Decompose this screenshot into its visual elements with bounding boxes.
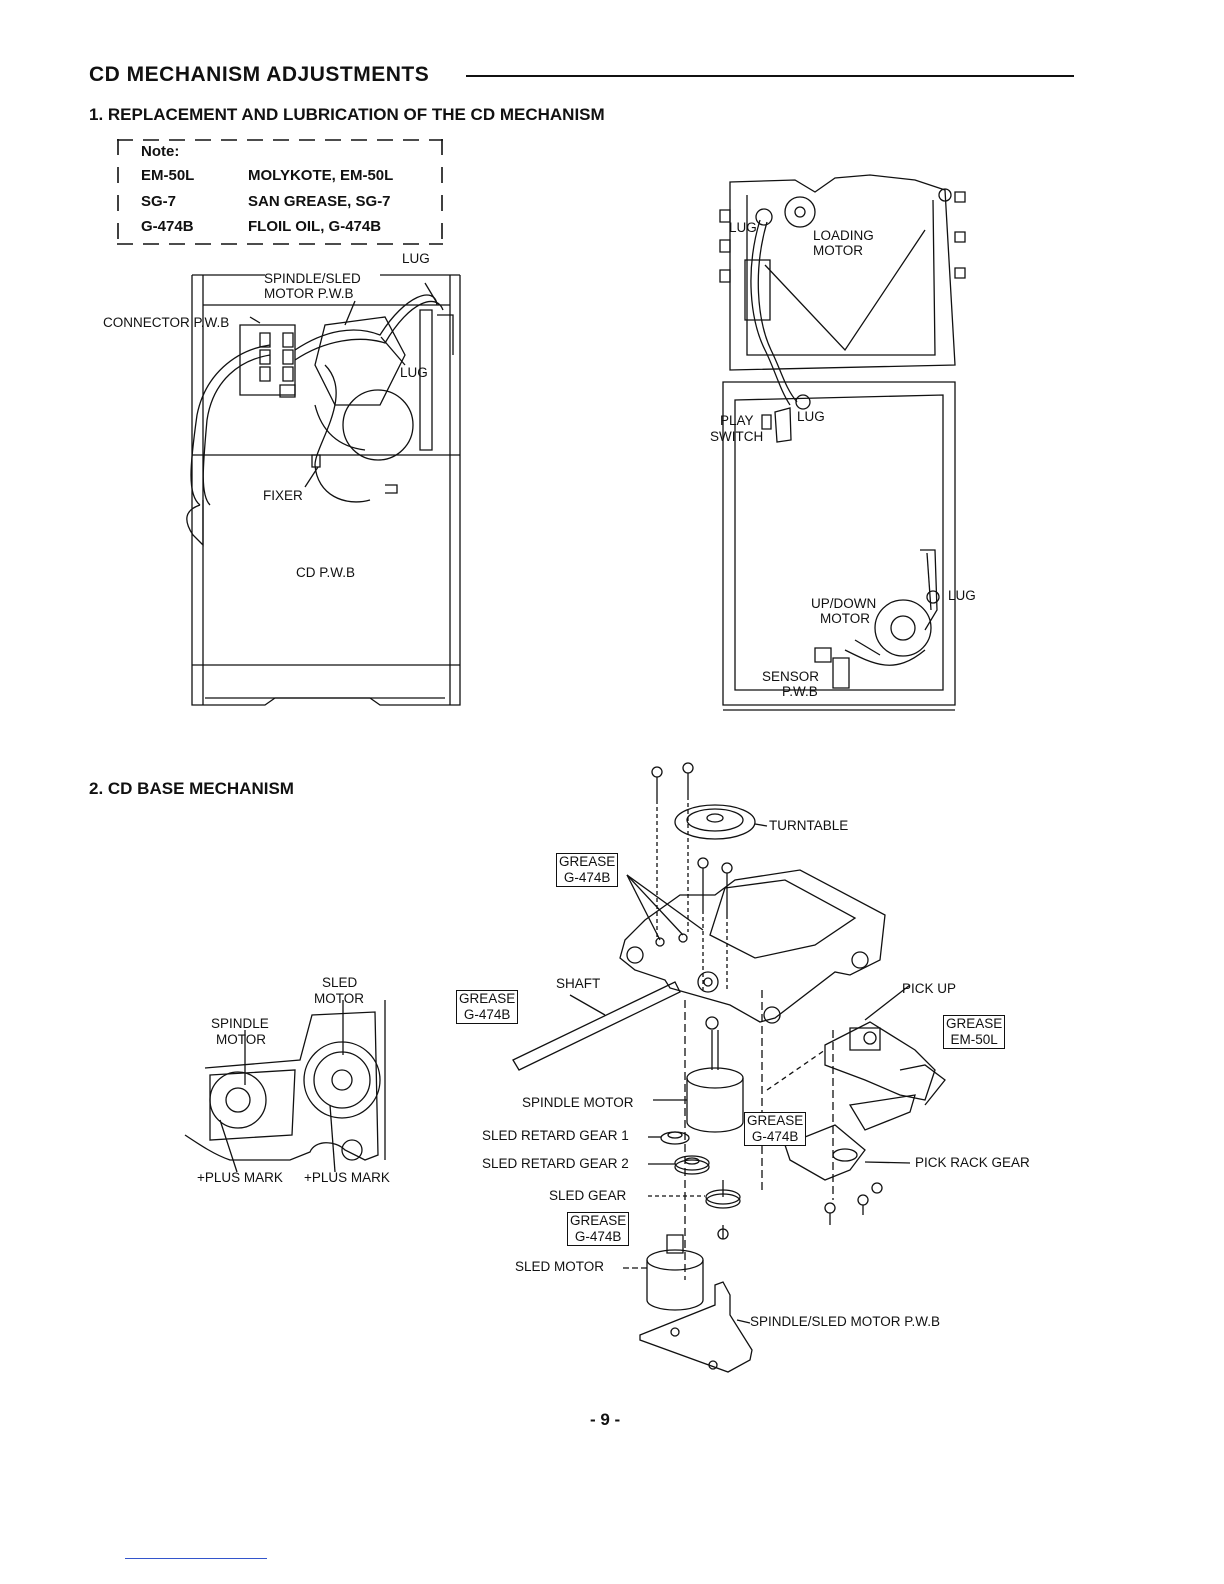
label-turntable: TURNTABLE [769,818,849,833]
label-sled-motor-line2: MOTOR [314,991,364,1006]
label-spindle-motor-line2: MOTOR [216,1032,266,1047]
grease-box-4-line1: GREASE [747,1113,804,1128]
grease-box-3-line2: EM-50L [950,1032,998,1047]
label-cd-pwb: CD P.W.B [296,565,356,580]
grease-box-1: GREASE G-474B [556,853,619,887]
grease-box-2: GREASE G-474B [456,990,519,1024]
loader-mechanism-diagram [705,170,965,730]
grease-box-3-line1: GREASE [946,1016,1003,1031]
label-lug-updown: LUG [948,588,976,603]
label-shaft: SHAFT [556,976,601,991]
label-sensor-pwb-line2: P.W.B [782,684,818,699]
section-1-heading: 1. REPLACEMENT AND LUBRICATION OF THE CD… [89,105,605,124]
grease-box-1-line1: GREASE [559,854,616,869]
label-spindle-sled-motor-pwb: SPINDLE/SLED MOTOR P.W.B [750,1314,941,1329]
label-sled-motor: SLED MOTOR [515,1259,605,1274]
note-code-em50l: EM-50L [141,167,195,184]
label-play-switch-line2: SWITCH [710,429,764,444]
label-updown-motor-line2: MOTOR [820,611,870,626]
label-spindle-motor: SPINDLE MOTOR [522,1095,634,1110]
cd-base-exploded-view [505,760,1005,1380]
label-loading-motor-line2: MOTOR [813,243,863,258]
label-play-switch-line1: PLAY [720,413,754,428]
footer-line [125,1558,267,1559]
label-lug-play: LUG [797,409,825,424]
label-updown-motor-line1: UP/DOWN [811,596,877,611]
label-spindle-sled-pwb-line2: MOTOR P.W.B [264,286,354,301]
note-desc-sg7: SAN GREASE, SG-7 [248,193,391,210]
grease-box-4: GREASE G-474B [744,1112,807,1146]
note-code-sg7: SG-7 [141,193,177,210]
label-lug-mid: LUG [400,365,428,380]
label-sled-gear: SLED GEAR [549,1188,627,1203]
note-box-border [117,139,443,246]
note-heading: Note: [141,143,180,160]
label-plus-mark-2: +PLUS MARK [304,1170,390,1185]
page-title: CD MECHANISM ADJUSTMENTS [89,63,430,86]
note-code-g474b: G-474B [141,218,194,235]
label-pick-up: PICK UP [902,981,957,996]
note-desc-g474b: FLOIL OIL, G-474B [248,218,382,235]
label-sled-motor-line1: SLED [322,975,358,990]
label-spindle-motor-line1: SPINDLE [211,1016,269,1031]
grease-box-2-line2: G-474B [463,1007,511,1022]
label-fixer: FIXER [263,488,303,503]
label-lug-top: LUG [402,251,430,266]
section-2-heading: 2. CD BASE MECHANISM [89,779,294,798]
grease-box-2-line1: GREASE [459,991,516,1006]
grease-box-5-line1: GREASE [570,1213,627,1228]
cd-pwb-wiring-diagram [175,255,475,715]
label-sensor-pwb-line1: SENSOR [762,669,820,684]
page-number: - 9 - [590,1410,621,1429]
title-rule [466,75,1074,77]
lubricant-note-box: Note: EM-50L MOLYKOTE, EM-50L SG-7 SAN G… [117,139,443,246]
note-desc-em50l: MOLYKOTE, EM-50L [248,167,394,184]
grease-box-4-line2: G-474B [751,1129,799,1144]
grease-box-5-line2: G-474B [574,1229,622,1244]
label-plus-mark-1: +PLUS MARK [197,1170,283,1185]
label-pick-rack-gear: PICK RACK GEAR [915,1155,1030,1170]
motor-polarity-diagram [180,1000,410,1170]
label-spindle-sled-pwb-line1: SPINDLE/SLED [264,271,361,286]
label-sled-retard-gear-1: SLED RETARD GEAR 1 [482,1128,629,1143]
grease-box-5: GREASE G-474B [567,1212,630,1246]
label-lug-loading: LUG [729,220,757,235]
label-sled-retard-gear-2: SLED RETARD GEAR 2 [482,1156,629,1171]
label-connector-pwb: CONNECTOR P.W.B [103,315,230,330]
grease-box-3: GREASE EM-50L [943,1015,1006,1049]
grease-box-1-line2: G-474B [563,870,611,885]
label-loading-motor-line1: LOADING [813,228,874,243]
